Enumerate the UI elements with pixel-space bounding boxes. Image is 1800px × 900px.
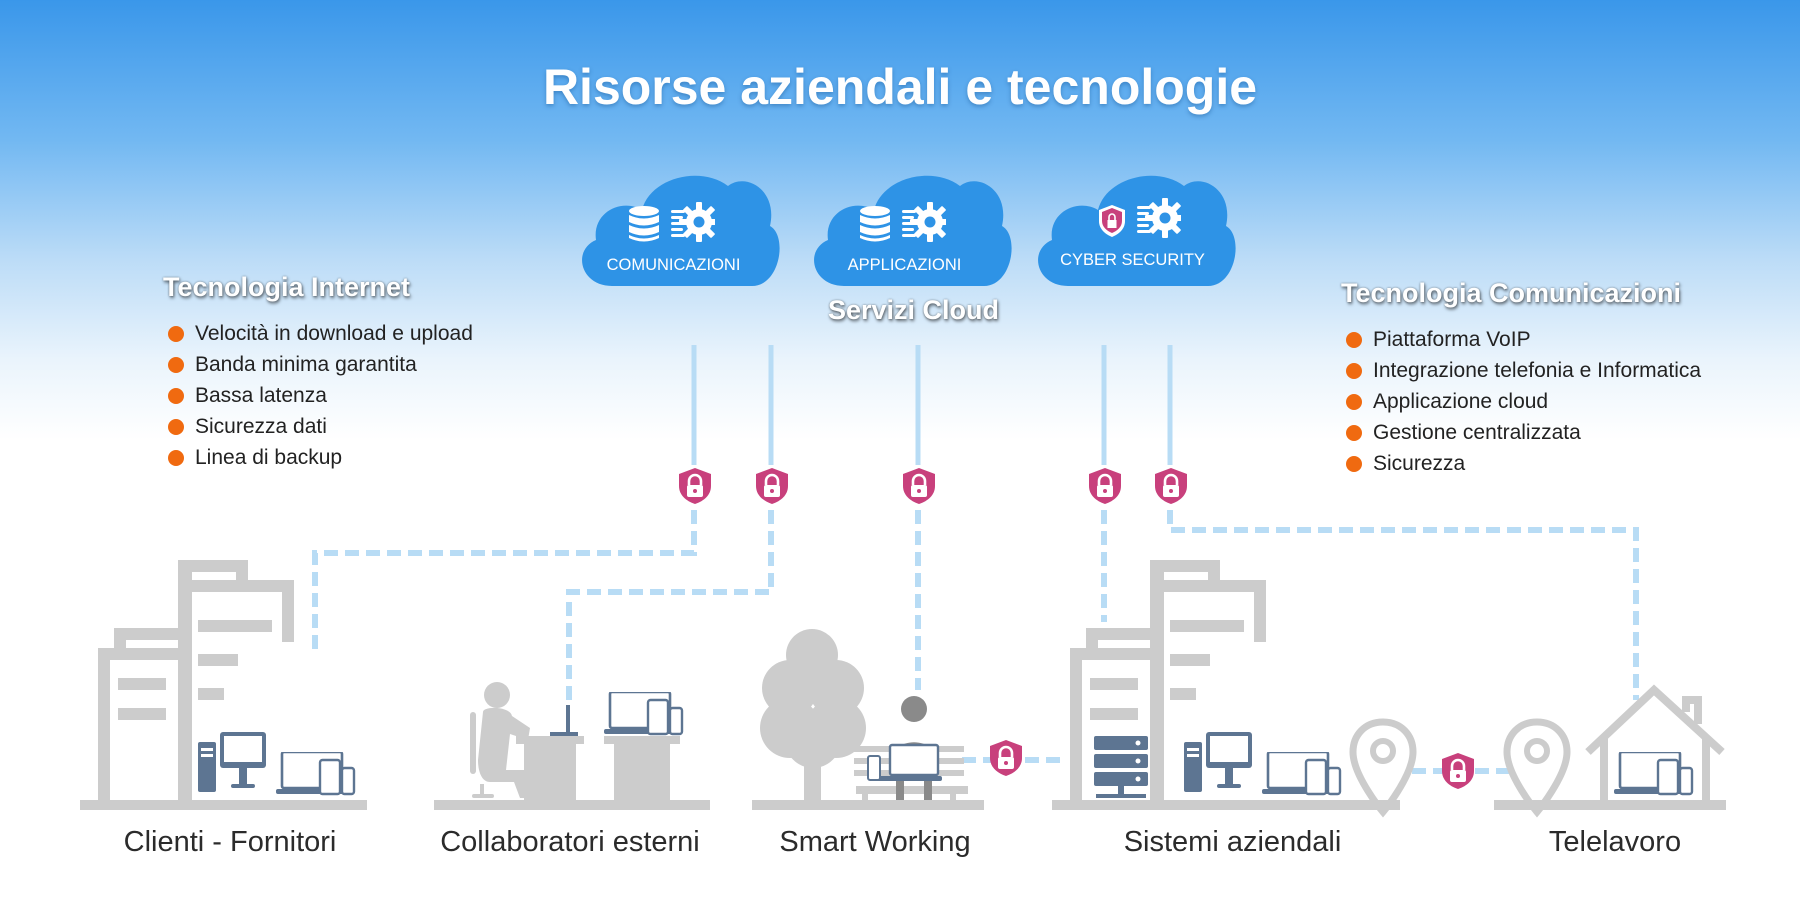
scene-clienti-fornitori: [80, 560, 367, 810]
cloud-label-cyber-security: CYBER SECURITY: [1060, 251, 1205, 269]
bullet-icon: [1346, 425, 1362, 441]
location-pin-icon: [1353, 722, 1413, 812]
laptop-icon: [1614, 752, 1694, 796]
internet-tech-list: Velocità in download e upload Banda mini…: [168, 318, 473, 473]
cloud-services-heading: Servizi Cloud: [828, 295, 1000, 325]
list-item: Gestione centralizzata: [1346, 417, 1701, 448]
list-item: Integrazione telefonia e Informatica: [1346, 355, 1701, 386]
bullet-icon: [168, 388, 184, 404]
cloud-applicazioni: [814, 175, 1012, 286]
lock-badge-icon: [988, 738, 1024, 778]
lock-badge-icon: [901, 466, 937, 506]
bullet-icon: [168, 357, 184, 373]
scene-label-clienti-fornitori: Clienti - Fornitori: [123, 826, 337, 858]
bullet-icon: [1346, 456, 1362, 472]
list-item: Sicurezza: [1346, 448, 1701, 479]
bullet-icon: [168, 419, 184, 435]
bullet-icon: [168, 450, 184, 466]
cloud-comunicazioni: [582, 175, 780, 286]
laptop-icon: [276, 752, 356, 796]
cloud-label-applicazioni: APPLICAZIONI: [847, 256, 962, 274]
scene-label-sistemi-aziendali: Sistemi aziendali: [1123, 826, 1342, 858]
cloud-label-comunicazioni: COMUNICAZIONI: [606, 256, 741, 274]
lock-badge-icon: [754, 466, 790, 506]
scene-sistemi-aziendali: [1052, 560, 1413, 812]
laptop-icon: [1262, 752, 1342, 796]
lock-badge-icon: [1153, 466, 1189, 506]
house-icon: [1585, 684, 1725, 802]
shield-lock-icon: [1099, 205, 1125, 237]
scene-telelavoro: [1494, 684, 1726, 812]
comms-tech-heading: Tecnologia Comunicazioni: [1341, 278, 1682, 308]
desktop-computer-icon: [1184, 732, 1252, 792]
list-item: Bassa latenza: [168, 380, 473, 411]
lock-badge-icon: [677, 466, 713, 506]
location-pin-icon: [1507, 722, 1567, 812]
page-title: Risorse aziendali e tecnologie: [542, 59, 1258, 115]
laptop-icon: [604, 692, 684, 736]
lock-badge-icon: [1440, 751, 1476, 791]
bullet-icon: [1346, 332, 1362, 348]
server-rack-icon: [1094, 736, 1148, 798]
cloud-connectors: [691, 345, 1173, 465]
cloud-cyber-security: [1038, 175, 1236, 286]
scene-collaboratori-esterni: [434, 682, 710, 810]
scene-smart-working: [752, 629, 984, 810]
list-item: Velocità in download e upload: [168, 318, 473, 349]
scene-label-smart-working: Smart Working: [779, 826, 971, 858]
list-item: Linea di backup: [168, 442, 473, 473]
bullet-icon: [1346, 394, 1362, 410]
bullet-icon: [1346, 363, 1362, 379]
lock-badge-icon: [1087, 466, 1123, 506]
scene-label-telelavoro: Telelavoro: [1548, 826, 1682, 858]
desktop-computer-icon: [198, 732, 266, 792]
internet-tech-heading: Tecnologia Internet: [163, 272, 411, 302]
comms-tech-list: Piattaforma VoIP Integrazione telefonia …: [1346, 324, 1701, 479]
list-item: Banda minima garantita: [168, 349, 473, 380]
list-item: Sicurezza dati: [168, 411, 473, 442]
scene-label-collaboratori-esterni: Collaboratori esterni: [440, 826, 700, 858]
bullet-icon: [168, 326, 184, 342]
list-item: Piattaforma VoIP: [1346, 324, 1701, 355]
list-item: Applicazione cloud: [1346, 386, 1701, 417]
